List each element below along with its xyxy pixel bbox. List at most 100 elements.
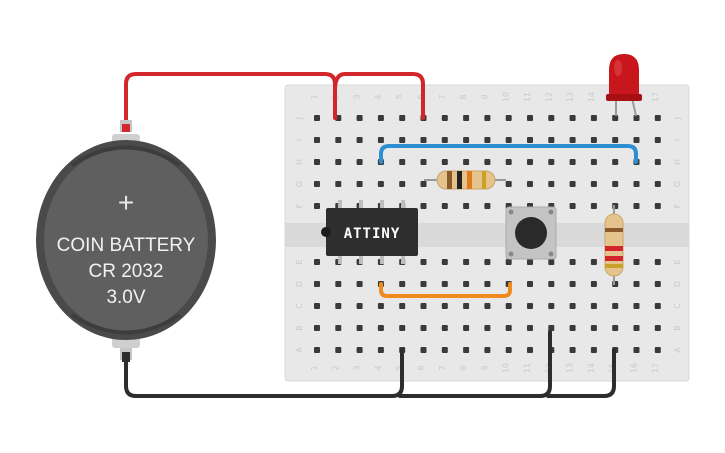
- breadboard-hole[interactable]: [314, 281, 320, 287]
- breadboard-hole[interactable]: [527, 281, 533, 287]
- breadboard-hole[interactable]: [314, 115, 320, 121]
- black-wire-led-ground[interactable]: [546, 348, 616, 398]
- breadboard-hole[interactable]: [399, 115, 406, 121]
- breadboard-hole[interactable]: [654, 181, 661, 187]
- breadboard-hole[interactable]: [420, 347, 427, 353]
- breadboard-hole[interactable]: [335, 181, 342, 187]
- breadboard-hole[interactable]: [548, 115, 555, 121]
- breadboard-hole[interactable]: [590, 325, 597, 331]
- breadboard-hole[interactable]: [569, 325, 576, 331]
- breadboard-hole[interactable]: [612, 325, 619, 331]
- black-wire-ground[interactable]: [124, 348, 404, 398]
- breadboard-hole[interactable]: [633, 347, 640, 353]
- breadboard-hole[interactable]: [441, 115, 448, 121]
- breadboard-hole[interactable]: [505, 325, 512, 331]
- breadboard-hole[interactable]: [441, 303, 448, 309]
- breadboard-hole[interactable]: [356, 281, 363, 287]
- breadboard-hole[interactable]: [527, 303, 533, 309]
- breadboard-hole[interactable]: [463, 259, 470, 265]
- breadboard-hole[interactable]: [441, 281, 448, 287]
- breadboard-hole[interactable]: [569, 181, 576, 187]
- breadboard-hole[interactable]: [484, 303, 491, 309]
- breadboard-hole[interactable]: [314, 137, 320, 143]
- breadboard-hole[interactable]: [463, 159, 470, 165]
- breadboard-hole[interactable]: [633, 181, 640, 187]
- breadboard-hole[interactable]: [356, 159, 363, 165]
- breadboard-hole[interactable]: [548, 325, 555, 331]
- red-wire-power-jumper[interactable]: [333, 72, 425, 120]
- resistor-vertical[interactable]: [604, 205, 624, 285]
- breadboard-hole[interactable]: [463, 303, 470, 309]
- breadboard-hole[interactable]: [569, 281, 576, 287]
- breadboard-hole[interactable]: [377, 303, 384, 309]
- orange-jumper-wire[interactable]: [379, 282, 512, 298]
- breadboard-hole[interactable]: [612, 159, 619, 165]
- breadboard-hole[interactable]: [654, 159, 661, 165]
- breadboard-hole[interactable]: [484, 115, 491, 121]
- breadboard-hole[interactable]: [314, 259, 320, 265]
- breadboard-hole[interactable]: [654, 259, 661, 265]
- breadboard-hole[interactable]: [463, 203, 470, 209]
- attiny-chip[interactable]: ATTINY: [321, 200, 418, 264]
- breadboard-hole[interactable]: [420, 303, 427, 309]
- breadboard-hole[interactable]: [441, 137, 448, 143]
- breadboard-hole[interactable]: [548, 259, 555, 265]
- breadboard-hole[interactable]: [377, 137, 384, 143]
- breadboard-hole[interactable]: [527, 137, 533, 143]
- breadboard-hole[interactable]: [335, 137, 342, 143]
- breadboard-hole[interactable]: [356, 115, 363, 121]
- breadboard-hole[interactable]: [569, 115, 576, 121]
- breadboard-hole[interactable]: [654, 281, 661, 287]
- breadboard-hole[interactable]: [377, 181, 384, 187]
- breadboard-hole[interactable]: [590, 259, 597, 265]
- breadboard-hole[interactable]: [377, 115, 384, 121]
- breadboard-hole[interactable]: [527, 115, 533, 121]
- breadboard-hole[interactable]: [612, 303, 619, 309]
- breadboard-hole[interactable]: [420, 137, 427, 143]
- led[interactable]: [606, 54, 642, 117]
- breadboard-hole[interactable]: [399, 137, 406, 143]
- coin-battery[interactable]: + COIN BATTERY CR 2032 3.0V: [36, 120, 216, 362]
- breadboard-hole[interactable]: [335, 281, 342, 287]
- breadboard-hole[interactable]: [590, 203, 597, 209]
- breadboard-hole[interactable]: [314, 181, 320, 187]
- black-wire-button-ground[interactable]: [398, 330, 552, 398]
- breadboard-hole[interactable]: [441, 325, 448, 331]
- breadboard-hole[interactable]: [505, 259, 512, 265]
- breadboard-hole[interactable]: [335, 303, 342, 309]
- breadboard-hole[interactable]: [377, 325, 384, 331]
- breadboard-hole[interactable]: [612, 181, 619, 187]
- breadboard-hole[interactable]: [356, 347, 363, 353]
- breadboard-hole[interactable]: [548, 181, 555, 187]
- breadboard-hole[interactable]: [399, 325, 406, 331]
- breadboard-hole[interactable]: [484, 347, 491, 353]
- breadboard-hole[interactable]: [569, 137, 576, 143]
- breadboard-hole[interactable]: [548, 159, 555, 165]
- breadboard-hole[interactable]: [654, 303, 661, 309]
- breadboard-hole[interactable]: [399, 281, 406, 287]
- breadboard-hole[interactable]: [654, 137, 661, 143]
- breadboard-hole[interactable]: [569, 347, 576, 353]
- breadboard-hole[interactable]: [399, 303, 406, 309]
- breadboard-hole[interactable]: [463, 115, 470, 121]
- breadboard-hole[interactable]: [633, 303, 640, 309]
- breadboard-hole[interactable]: [654, 347, 661, 353]
- resistor-horizontal[interactable]: [424, 170, 506, 190]
- breadboard-hole[interactable]: [633, 203, 640, 209]
- breadboard-hole[interactable]: [612, 115, 619, 121]
- breadboard-hole[interactable]: [399, 159, 406, 165]
- blue-jumper-wire[interactable]: [379, 144, 638, 164]
- breadboard-hole[interactable]: [633, 137, 640, 143]
- breadboard-hole[interactable]: [484, 137, 491, 143]
- breadboard-hole[interactable]: [484, 325, 491, 331]
- breadboard-hole[interactable]: [441, 259, 448, 265]
- breadboard-hole[interactable]: [590, 303, 597, 309]
- breadboard-hole[interactable]: [569, 159, 576, 165]
- breadboard-hole[interactable]: [314, 159, 320, 165]
- breadboard-hole[interactable]: [505, 159, 512, 165]
- pushbutton[interactable]: [505, 206, 557, 260]
- breadboard-hole[interactable]: [420, 181, 427, 187]
- breadboard-hole[interactable]: [527, 347, 533, 353]
- breadboard-hole[interactable]: [463, 325, 470, 331]
- breadboard-hole[interactable]: [420, 159, 427, 165]
